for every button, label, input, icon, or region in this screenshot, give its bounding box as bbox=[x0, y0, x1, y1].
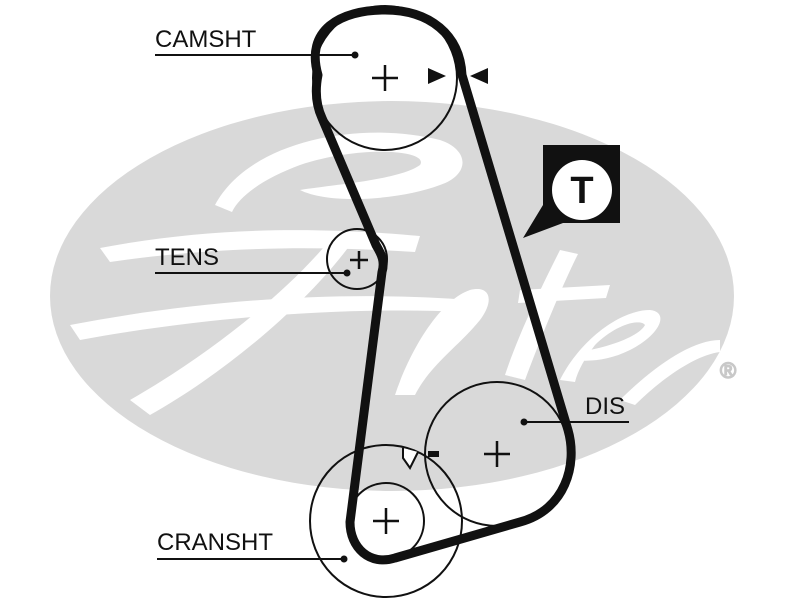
tensioner-centre-icon bbox=[350, 251, 368, 269]
watermark-script-logo bbox=[70, 132, 720, 415]
crankshaft-label: CRANSHT bbox=[157, 529, 273, 556]
distributor-leader-dot bbox=[520, 418, 528, 426]
crankshaft-outer-pulley bbox=[309, 444, 463, 598]
tension-badge-circle bbox=[552, 160, 612, 220]
watermark-ellipse bbox=[50, 101, 734, 491]
crankshaft-leader-dot bbox=[340, 555, 348, 563]
distributor-label: DIS bbox=[585, 393, 625, 420]
distributor-centre-icon bbox=[484, 441, 510, 467]
camshaft-timing-mark-icon bbox=[428, 68, 488, 84]
camshaft-centre-icon bbox=[372, 65, 398, 91]
crankshaft-timing-notch bbox=[402, 448, 419, 470]
centre-markers bbox=[350, 65, 510, 534]
registered-trademark-icon: ® bbox=[720, 358, 736, 383]
tensioner-label: TENS bbox=[155, 244, 219, 271]
camshaft-leader-dot bbox=[351, 51, 359, 59]
minus-marker-icon bbox=[428, 451, 439, 457]
tensioner-leader-dot bbox=[343, 269, 351, 277]
timing-belt bbox=[310, 5, 576, 565]
crankshaft-centre-icon bbox=[373, 508, 399, 534]
tension-badge: T bbox=[523, 145, 620, 238]
gates-watermark: ® bbox=[50, 101, 737, 491]
labels: CAMSHT TENS DIS CRANSHT bbox=[155, 26, 629, 563]
tension-badge-letter: T bbox=[570, 170, 593, 212]
camshaft-label: CAMSHT bbox=[155, 26, 257, 53]
